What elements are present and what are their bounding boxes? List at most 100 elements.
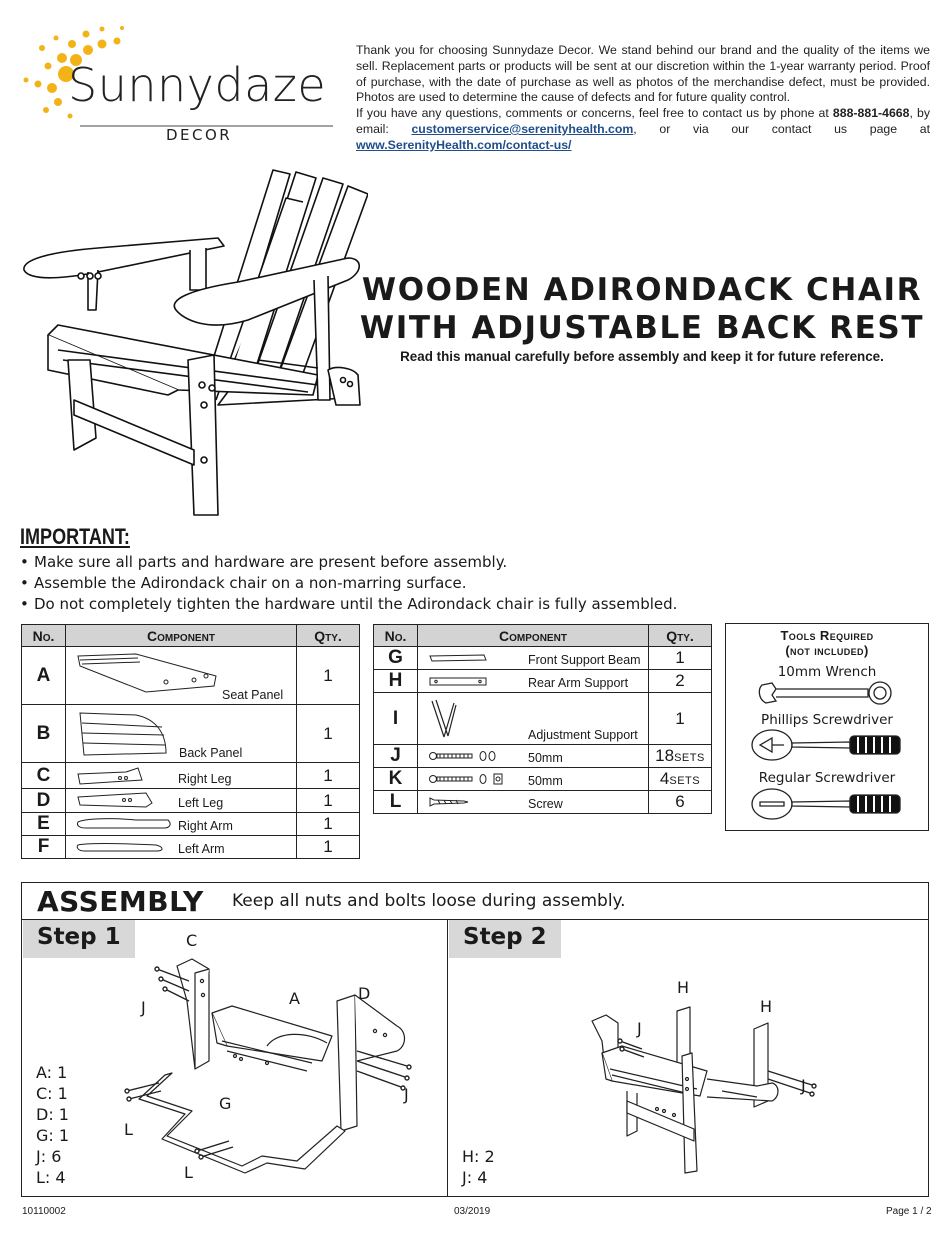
phone-number: 888-881-4668 — [832, 106, 910, 121]
table-row: A Seat Panel 1 — [21, 646, 360, 705]
qty-value: 18 — [655, 746, 675, 765]
bullet-text: Do not completely tighten the hardware u… — [34, 595, 678, 613]
part-qty: 1 — [296, 812, 360, 836]
step-1-qty: J: 6 — [36, 1147, 62, 1166]
diagram-label: L — [124, 1120, 133, 1139]
bullet-text: Make sure all parts and hardware are pre… — [34, 553, 508, 571]
part-label: Right Arm — [178, 819, 233, 833]
part-no: B — [21, 704, 66, 763]
part-qty: 6 — [648, 790, 712, 814]
important-bullet: •Do not completely tighten the hardware … — [20, 595, 678, 613]
part-component-cell: Adjustment Support — [417, 692, 649, 745]
part-qty: 18SETS — [648, 744, 712, 768]
col-header-qty: Qty. — [648, 624, 712, 647]
table-row: H Rear Arm Support 2 — [373, 669, 712, 693]
part-no: D — [21, 788, 66, 813]
intro-paragraph-2b: , by email: — [356, 106, 930, 136]
part-component-cell: 50mm — [417, 744, 649, 768]
left-arm-icon — [76, 843, 163, 852]
part-component-cell: Front Support Beam — [417, 646, 649, 670]
document-date: 03/2019 — [454, 1206, 491, 1217]
table-row: D Left Leg 1 — [21, 788, 360, 813]
step-1-qty: A: 1 — [36, 1063, 68, 1082]
part-no: J — [373, 744, 418, 768]
intro-text: Thank you for choosing Sunnydaze Decor. … — [356, 43, 930, 154]
front-support-beam-icon — [429, 654, 487, 662]
assembly-title: ASSEMBLY — [37, 885, 204, 918]
part-qty: 1 — [296, 646, 360, 705]
part-component-cell: Screw — [417, 790, 649, 814]
part-component-cell: Left Arm — [65, 835, 297, 859]
table-row: E Right Arm 1 — [21, 812, 360, 836]
col-header-component: Component — [417, 624, 649, 647]
diagram-label: G — [219, 1094, 232, 1113]
page-number: Page 1 / 2 — [886, 1206, 932, 1217]
table-row: I Adjustment Support 1 — [373, 692, 712, 745]
intro-paragraph-2c: , or via our contact us page at — [633, 121, 930, 136]
important-bullet: •Make sure all parts and hardware are pr… — [20, 553, 508, 571]
step-1-qty: L: 4 — [36, 1168, 66, 1187]
email-link[interactable]: customerservice@serenityhealth.com — [411, 121, 634, 136]
tool-name: 10mm Wrench — [777, 664, 877, 680]
part-no: A — [21, 646, 66, 705]
intro-paragraph-2a: If you have any questions, comments or c… — [356, 106, 833, 121]
table-row: B Back Panel 1 — [21, 704, 360, 763]
part-qty: 1 — [296, 788, 360, 813]
part-no: H — [373, 669, 418, 693]
table-row: F Left Arm 1 — [21, 835, 360, 859]
table-row: K 50mm 4SETS — [373, 767, 712, 791]
part-label: 50mm — [528, 751, 563, 765]
tools-title: Tools Required (not included) — [726, 628, 928, 658]
part-qty: 1 — [296, 704, 360, 763]
bolt-washer-nut-icon — [429, 751, 496, 761]
assembly-note: Keep all nuts and bolts loose during ass… — [232, 891, 626, 911]
part-qty: 1 — [296, 835, 360, 859]
part-label: Rear Arm Support — [528, 676, 629, 690]
part-no: G — [373, 646, 418, 670]
tools-required-box: Tools Required (not included) 10mm Wrenc… — [725, 623, 929, 831]
brand-name: Sunnydaze — [68, 58, 327, 112]
diagram-label: D — [358, 984, 371, 1003]
assembly-section: ASSEMBLY Keep all nuts and bolts loose d… — [21, 882, 929, 1197]
diagram-label: J — [404, 1085, 409, 1104]
tool-name: Regular Screwdriver — [758, 770, 896, 786]
brand-subtitle: DECOR — [166, 126, 233, 144]
part-no: C — [21, 762, 66, 789]
diagram-label: C — [186, 931, 198, 950]
step-1-qty: G: 1 — [36, 1126, 70, 1145]
part-label: Seat Panel — [222, 688, 284, 702]
step-1-diagram — [124, 958, 412, 1174]
diagram-label: A — [289, 989, 300, 1008]
step-2-qty: J: 4 — [462, 1168, 488, 1187]
tools-title-line-2: (not included) — [785, 643, 869, 658]
part-no: F — [21, 835, 66, 859]
step-2-label: Step 2 — [449, 920, 561, 958]
back-panel-icon — [79, 712, 167, 756]
part-component-cell: Right Leg — [65, 762, 297, 789]
divider — [22, 919, 928, 920]
seat-panel-icon — [77, 653, 217, 693]
part-no: K — [373, 767, 418, 791]
part-qty: 1 — [648, 646, 712, 670]
product-title-line-2: WITH ADJUSTABLE BACK REST — [359, 310, 925, 346]
part-label: Right Leg — [178, 772, 232, 786]
diagram-label: J — [801, 1076, 806, 1095]
col-header-no: No. — [21, 624, 66, 647]
part-qty: 2 — [648, 669, 712, 693]
flathead-screwdriver-icon — [751, 788, 901, 820]
step-2-qty: H: 2 — [462, 1147, 495, 1166]
contact-page-link[interactable]: www.SerenityHealth.com/contact-us/ — [356, 137, 572, 152]
tool-name: Phillips Screwdriver — [761, 712, 893, 728]
part-component-cell: Left Leg — [65, 788, 297, 813]
diagram-label: H — [760, 997, 773, 1016]
document-code: 10110002 — [22, 1206, 66, 1217]
tools-title-line-1: Tools Required — [780, 628, 874, 643]
step-1-qty: D: 1 — [36, 1105, 69, 1124]
adirondack-chair-illustration — [23, 169, 368, 516]
table-row: J 50mm 18SETS — [373, 744, 712, 768]
sunnydaze-logo-sun-icon — [23, 26, 333, 127]
part-component-cell: Seat Panel — [65, 646, 297, 705]
left-leg-icon — [77, 792, 153, 808]
diagram-label: L — [184, 1163, 193, 1182]
diagram-label: J — [637, 1019, 642, 1038]
